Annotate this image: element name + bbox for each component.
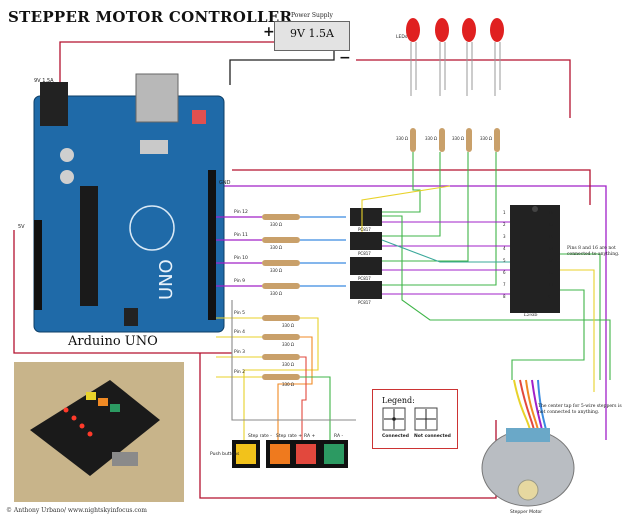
ic-pin-label: 3 xyxy=(503,234,506,239)
ic-pin-label: 12 xyxy=(548,258,554,263)
opto-label: PC817 xyxy=(358,300,371,305)
digital-header xyxy=(208,170,216,320)
leds-label: LEDs xyxy=(396,35,408,40)
power-supply-label: Power Supply xyxy=(291,12,333,19)
arduino-logo xyxy=(129,205,175,251)
resistor-label: 330 Ω xyxy=(282,323,294,328)
resistor-label: 330 Ω xyxy=(282,342,294,347)
opto-label: PC817 xyxy=(358,276,371,281)
ic-pin-label: 16 xyxy=(548,210,554,215)
pin-label: Pin 5 xyxy=(234,311,246,316)
power-jack xyxy=(40,82,68,126)
button-label: Step rate + xyxy=(276,434,303,439)
arduino-caption: Arduino UNO xyxy=(68,334,158,349)
driver-ic xyxy=(510,205,560,313)
pin-label: Pin 10 xyxy=(234,256,248,261)
legend-symbols-overlay xyxy=(382,407,438,431)
button-label: RA + xyxy=(304,434,316,439)
wire-psu-positive xyxy=(59,41,274,90)
pin-label: Pin 11 xyxy=(234,233,248,238)
ic-pin-label: 11 xyxy=(548,270,554,275)
ic-pin-label: 15 xyxy=(548,222,554,227)
resistor-label: 330 Ω xyxy=(270,222,282,227)
pin-label: Pin 9 xyxy=(234,279,246,284)
gnd-label: GND xyxy=(219,180,231,186)
arduino-board: UNO xyxy=(33,73,225,333)
resistor-label: 330 Ω xyxy=(480,136,492,141)
resistor-label: 330 Ω xyxy=(282,362,294,367)
ic-pin-label: 1 xyxy=(503,210,506,215)
resistor-label: 330 Ω xyxy=(270,268,282,273)
ic-pin-label: 13 xyxy=(548,246,554,251)
ic-pin-label: 5 xyxy=(503,258,506,263)
ic-pin-label: 10 xyxy=(548,282,554,287)
stepper-label: Stepper Motor xyxy=(510,510,543,515)
resistor-label: 330 Ω xyxy=(270,245,282,250)
reset-button xyxy=(192,110,206,124)
ic-label: L293D xyxy=(524,312,538,317)
power-jack-label: 9V 1.5A xyxy=(34,78,54,84)
legend-connected: Connected xyxy=(382,434,409,439)
wire-gnd-bus xyxy=(212,185,607,440)
ic-note: Pins 8 and 16 are not connected to anyth… xyxy=(567,246,620,257)
resistor-label: 330 Ω xyxy=(282,382,294,387)
power-supply-plus: + xyxy=(263,24,275,40)
ic-pin-label: 9 xyxy=(548,294,551,299)
pin-label: Pin 2 xyxy=(234,370,246,375)
pin-label: Pin 4 xyxy=(234,330,246,335)
button-label: Step rate - xyxy=(248,434,272,439)
push-buttons-label: Push buttons xyxy=(210,452,240,457)
input-pin-wires xyxy=(216,300,356,440)
power-supply-minus: − xyxy=(339,50,351,66)
opto-label: PC817 xyxy=(358,251,371,256)
opto-wires xyxy=(361,152,611,392)
ic-pin-label: 14 xyxy=(548,234,554,239)
ic-pin-label: 7 xyxy=(503,282,506,287)
pin-label: Pin 3 xyxy=(234,350,246,355)
atmega-chip xyxy=(80,186,98,306)
power-wires xyxy=(13,41,607,499)
wire-led-rail xyxy=(356,59,571,118)
svg-text:UNO: UNO xyxy=(156,259,177,300)
resistor-label: 330 Ω xyxy=(452,136,464,141)
controller-photo xyxy=(14,362,184,502)
power-supply-value: 9V 1.5A xyxy=(290,27,334,40)
optocouplers xyxy=(350,208,382,299)
ic-pin-label: 6 xyxy=(503,270,506,275)
five-volt-label: 5V xyxy=(18,224,25,230)
resistor-label: 330 Ω xyxy=(270,291,282,296)
page-title: STEPPER MOTOR CONTROLLER xyxy=(8,8,293,26)
legend-title: Legend: xyxy=(382,396,415,405)
resistor-label: 330 Ω xyxy=(396,136,408,141)
push-buttons xyxy=(232,440,348,468)
capacitor-1 xyxy=(60,148,74,162)
icsp-header xyxy=(124,308,138,326)
crystal xyxy=(140,140,168,154)
credit: © Anthony Urbano/ www.nightskyinfocus.co… xyxy=(6,507,147,514)
leds xyxy=(406,18,504,96)
ic-pin-label: 2 xyxy=(503,222,506,227)
output-pin-wires xyxy=(216,216,346,287)
stepper-motor xyxy=(481,379,575,507)
center-tap-note: The center tap for 5-wire steppers is no… xyxy=(538,404,622,415)
ic-pin-label: 8 xyxy=(503,294,506,299)
pin-label: Pin 12 xyxy=(234,210,248,215)
resistors xyxy=(262,128,500,380)
wire-5v-bus xyxy=(13,230,232,354)
analog-header xyxy=(34,220,42,310)
opto-label: PC817 xyxy=(358,227,371,232)
legend-not-connected: Not connected xyxy=(414,434,451,439)
button-label: RA - xyxy=(334,434,344,439)
capacitor-2 xyxy=(60,170,74,184)
usb-port xyxy=(135,73,179,123)
resistor-label: 330 Ω xyxy=(425,136,437,141)
wire-5v-right xyxy=(232,169,591,205)
ic-pin-label: 4 xyxy=(503,246,506,251)
power-supply-box xyxy=(274,21,350,51)
